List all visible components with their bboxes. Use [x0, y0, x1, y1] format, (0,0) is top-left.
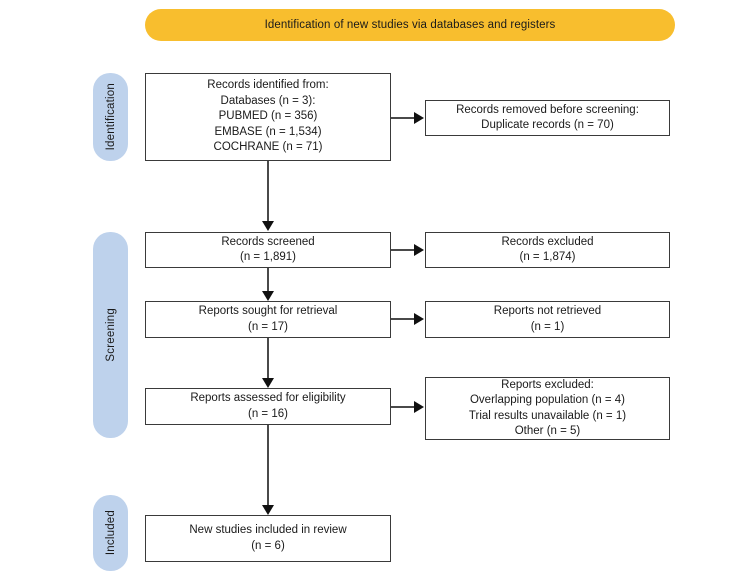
arrowhead-sought-to-assessed — [262, 378, 274, 388]
box-records-excluded: Records excluded (n = 1,874) — [425, 232, 670, 268]
box-line: (n = 16) — [248, 407, 288, 420]
connector-assessed-to-reportsexcluded — [391, 406, 415, 408]
box-line: Records excluded — [501, 235, 594, 248]
connector-screened-to-excluded — [391, 249, 415, 251]
box-line: Databases (n = 3): — [220, 94, 316, 107]
box-line: PUBMED (n = 356) — [218, 110, 318, 123]
box-line: (n = 1) — [530, 320, 565, 333]
arrowhead-sought-to-notretrieved — [414, 313, 424, 325]
connector-identified-to-screened — [267, 161, 269, 221]
box-line: Trial results unavailable (n = 1) — [468, 409, 627, 422]
box-reports-not-retrieved: Reports not retrieved (n = 1) — [425, 301, 670, 338]
box-line: (n = 1,891) — [240, 251, 296, 263]
box-records-removed-before-screening: Records removed before screening: Duplic… — [425, 100, 670, 136]
stage-pill-included: Included — [93, 495, 128, 571]
box-line: Reports sought for retrieval — [198, 305, 338, 317]
stage-pill-identification: Identification — [93, 73, 128, 161]
arrowhead-assessed-to-reportsexcluded — [414, 401, 424, 413]
connector-identified-to-removed — [391, 117, 415, 119]
arrowhead-screened-to-excluded — [414, 244, 424, 256]
box-line: Records removed before screening: — [456, 103, 639, 116]
box-reports-sought-for-retrieval: Reports sought for retrieval (n = 17) — [145, 301, 391, 338]
box-reports-excluded: Reports excluded: Overlapping population… — [425, 377, 670, 440]
banner-title: Identification of new studies via databa… — [264, 19, 556, 31]
arrowhead-screened-to-sought — [262, 291, 274, 301]
box-line: (n = 6) — [251, 539, 285, 552]
box-line: (n = 17) — [248, 320, 288, 333]
connector-sought-to-assessed — [267, 338, 269, 378]
box-line: (n = 1,874) — [519, 251, 576, 263]
box-line: Reports excluded: — [501, 378, 594, 391]
arrowhead-identified-to-removed — [414, 112, 424, 124]
box-line: New studies included in review — [189, 524, 347, 536]
stage-pill-screening: Screening — [93, 232, 128, 438]
stage-label-included: Included — [104, 510, 117, 556]
box-new-studies-included: New studies included in review (n = 6) — [145, 515, 391, 562]
box-records-screened: Records screened (n = 1,891) — [145, 232, 391, 268]
arrowhead-assessed-to-included — [262, 505, 274, 515]
connector-sought-to-notretrieved — [391, 318, 415, 320]
stage-label-identification: Identification — [104, 83, 117, 151]
box-records-identified: Records identified from: Databases (n = … — [145, 73, 391, 161]
connector-assessed-to-included — [267, 425, 269, 505]
arrowhead-identified-to-screened — [262, 221, 274, 231]
box-line: Records identified from: — [207, 79, 329, 92]
box-line: Overlapping population (n = 4) — [469, 394, 626, 406]
box-line: Reports not retrieved — [493, 305, 602, 317]
box-line: Records screened — [221, 235, 315, 248]
box-line: Duplicate records (n = 70) — [481, 119, 614, 131]
box-reports-assessed-for-eligibility: Reports assessed for eligibility (n = 16… — [145, 388, 391, 425]
stage-label-screening: Screening — [104, 308, 117, 362]
connector-screened-to-sought — [267, 268, 269, 291]
banner-identification-header: Identification of new studies via databa… — [145, 9, 675, 41]
box-line: EMBASE (n = 1,534) — [214, 125, 322, 138]
box-line: COCHRANE (n = 71) — [213, 141, 323, 154]
box-line: Reports assessed for eligibility — [190, 392, 346, 404]
box-line: Other (n = 5) — [514, 425, 581, 437]
